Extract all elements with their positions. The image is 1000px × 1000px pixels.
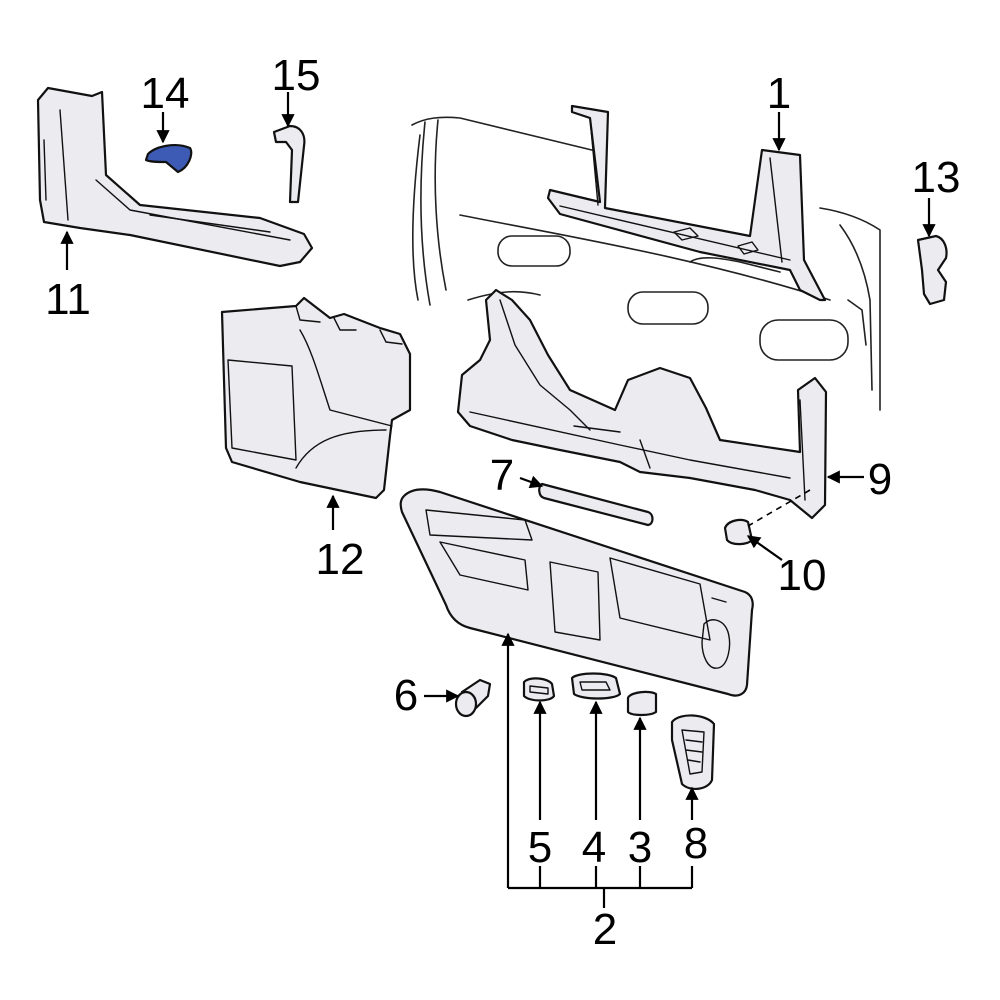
part-10-clip	[723, 518, 754, 546]
callout-labels: 1 14 15 13 11 12 7 9 10 6 5 4 3 8 2	[45, 51, 960, 954]
callout-7: 7	[490, 451, 514, 500]
part-6-push-pin	[454, 678, 492, 718]
part-4-handle-bezel	[570, 672, 622, 700]
vehicle-body-outline	[411, 116, 881, 411]
part-15-strip	[272, 124, 306, 204]
callout-9: 9	[868, 455, 892, 504]
callout-3: 3	[628, 823, 652, 872]
part-7-bar	[538, 482, 654, 527]
part-5-bezel	[522, 677, 556, 702]
part-8-speaker-grille	[670, 714, 716, 790]
part-14-clip-highlighted	[144, 144, 193, 174]
callout-8: 8	[684, 819, 708, 868]
callout-5: 5	[528, 823, 552, 872]
callout-6: 6	[394, 671, 418, 720]
part-11-side-trim	[36, 86, 314, 268]
callout-1: 1	[767, 69, 791, 118]
callout-12: 12	[316, 535, 365, 584]
callout-11: 11	[45, 275, 91, 324]
part-12-quarter-trim-panel	[220, 296, 412, 500]
leader-10	[746, 535, 783, 561]
part-1-upper-trim-panel	[546, 104, 827, 302]
callout-15: 15	[272, 51, 321, 100]
part-2-door-trim-panel	[399, 488, 754, 697]
part-9-lower-trim-panel	[456, 288, 828, 520]
callout-2: 2	[593, 905, 617, 954]
part-3-switch-cover	[626, 690, 658, 717]
leader-9-dashed	[747, 489, 811, 527]
callout-10: 10	[778, 551, 827, 600]
callout-4: 4	[582, 823, 606, 872]
callout-14: 14	[141, 69, 190, 118]
part-13-bracket	[916, 234, 948, 306]
callout-13: 13	[912, 153, 961, 202]
leader-lines	[60, 92, 936, 908]
leader-7	[519, 475, 544, 489]
